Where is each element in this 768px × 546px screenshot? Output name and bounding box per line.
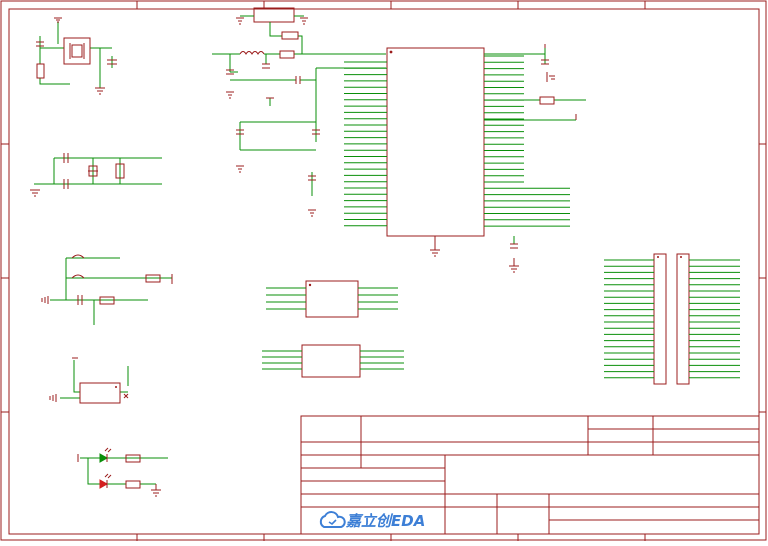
filter-circuit [30,153,162,197]
ic-pins [262,287,404,370]
oscillator-circuit [36,17,117,95]
power-circuit [212,7,386,217]
eeprom-chip [305,280,359,318]
mcu-left-pins [344,61,387,227]
mcu-extra [430,44,586,273]
driver-chip [301,344,361,378]
led-circuit [77,447,168,497]
mcu-chip [386,47,485,237]
mcu-right-pins [484,55,570,227]
led-green-icon [99,453,109,463]
small-ic-circuit [49,357,129,404]
switch-circuit [41,254,173,325]
led-red-icon [99,479,109,489]
header-pins [604,259,740,379]
header-connectors [653,253,690,385]
title-block [300,415,760,535]
eda-logo: 嘉立创EDA [319,511,425,530]
logo-text: 嘉立创EDA [345,512,425,530]
cloud-logo-icon [319,511,346,528]
